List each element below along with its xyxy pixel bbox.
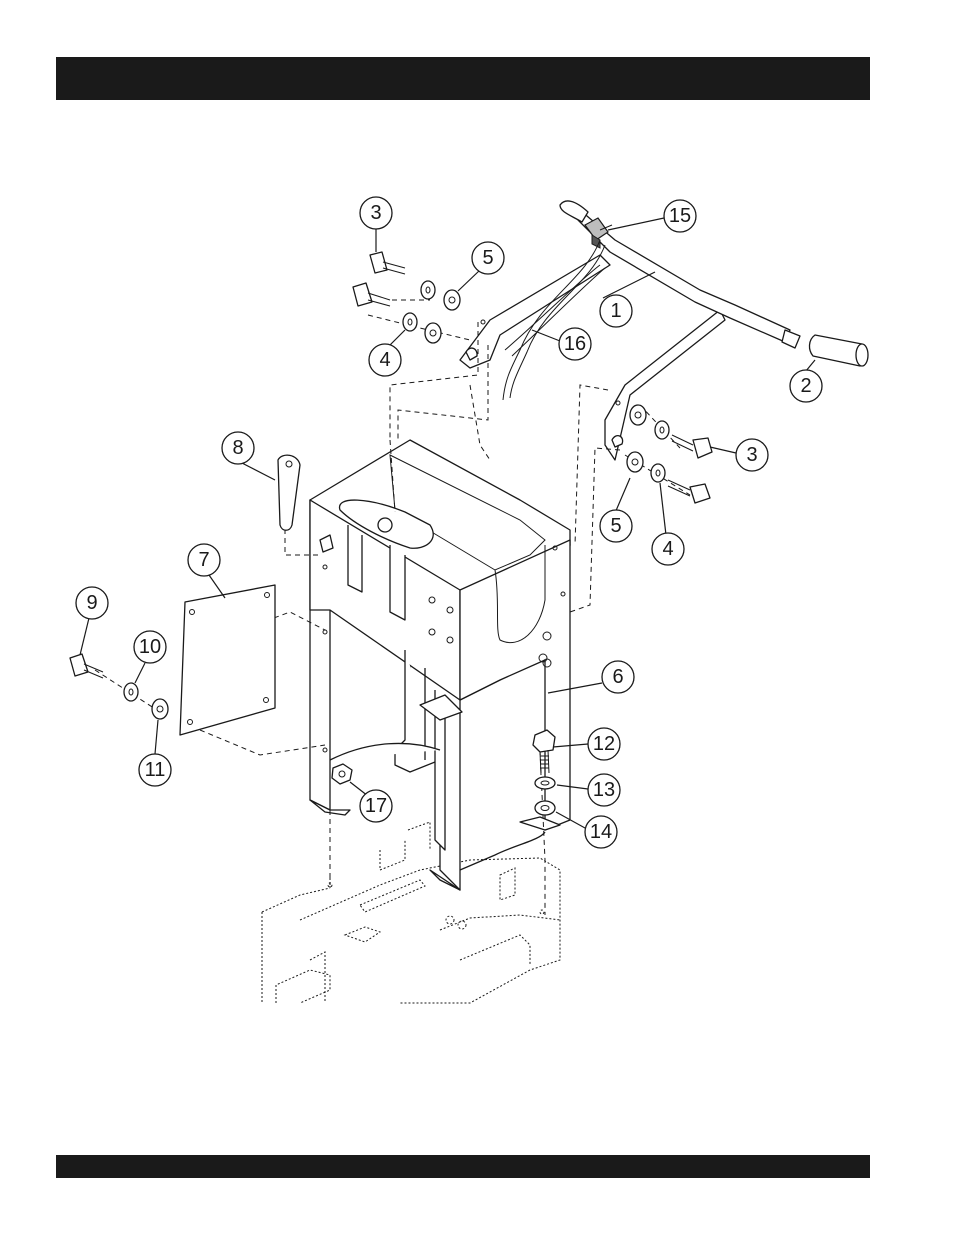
svg-text:17: 17 <box>365 795 387 817</box>
svg-text:3: 3 <box>746 444 757 466</box>
callout-16: 16 <box>559 328 591 360</box>
callout-3-lower: 3 <box>736 439 768 471</box>
callout-9: 9 <box>76 587 108 619</box>
callout-14: 14 <box>585 816 617 848</box>
svg-text:7: 7 <box>198 549 209 571</box>
callout-8: 8 <box>222 432 254 464</box>
svg-text:10: 10 <box>139 636 161 658</box>
svg-text:6: 6 <box>612 666 623 688</box>
svg-text:5: 5 <box>610 515 621 537</box>
callout-15: 15 <box>664 200 696 232</box>
svg-text:1: 1 <box>610 300 621 322</box>
svg-text:16: 16 <box>564 333 586 355</box>
svg-text:15: 15 <box>669 205 691 227</box>
svg-text:9: 9 <box>86 592 97 614</box>
engine-base-outline <box>262 822 560 1003</box>
callout-4-lower: 4 <box>652 533 684 565</box>
callout-4-upper: 4 <box>369 344 401 376</box>
svg-text:4: 4 <box>662 538 673 560</box>
callout-13: 13 <box>588 774 620 806</box>
svg-text:13: 13 <box>593 779 615 801</box>
choke-link <box>278 455 300 530</box>
callout-3-upper: 3 <box>360 197 392 229</box>
callout-2: 2 <box>790 370 822 402</box>
svg-text:14: 14 <box>590 821 612 843</box>
svg-text:2: 2 <box>800 375 811 397</box>
handle-frame <box>310 440 570 890</box>
callout-6: 6 <box>602 661 634 693</box>
callout-12: 12 <box>588 728 620 760</box>
cover-plate <box>180 585 275 735</box>
callout-17: 17 <box>360 790 392 822</box>
callout-1: 1 <box>600 295 632 327</box>
svg-text:8: 8 <box>232 437 243 459</box>
svg-text:3: 3 <box>370 202 381 224</box>
callout-5-lower: 5 <box>600 510 632 542</box>
svg-text:4: 4 <box>379 349 390 371</box>
callout-11: 11 <box>139 754 171 786</box>
callout-7: 7 <box>188 544 220 576</box>
callout-10: 10 <box>134 631 166 663</box>
svg-text:11: 11 <box>145 759 166 781</box>
svg-text:5: 5 <box>482 247 493 269</box>
svg-text:12: 12 <box>593 733 615 755</box>
callout-5-upper: 5 <box>472 242 504 274</box>
